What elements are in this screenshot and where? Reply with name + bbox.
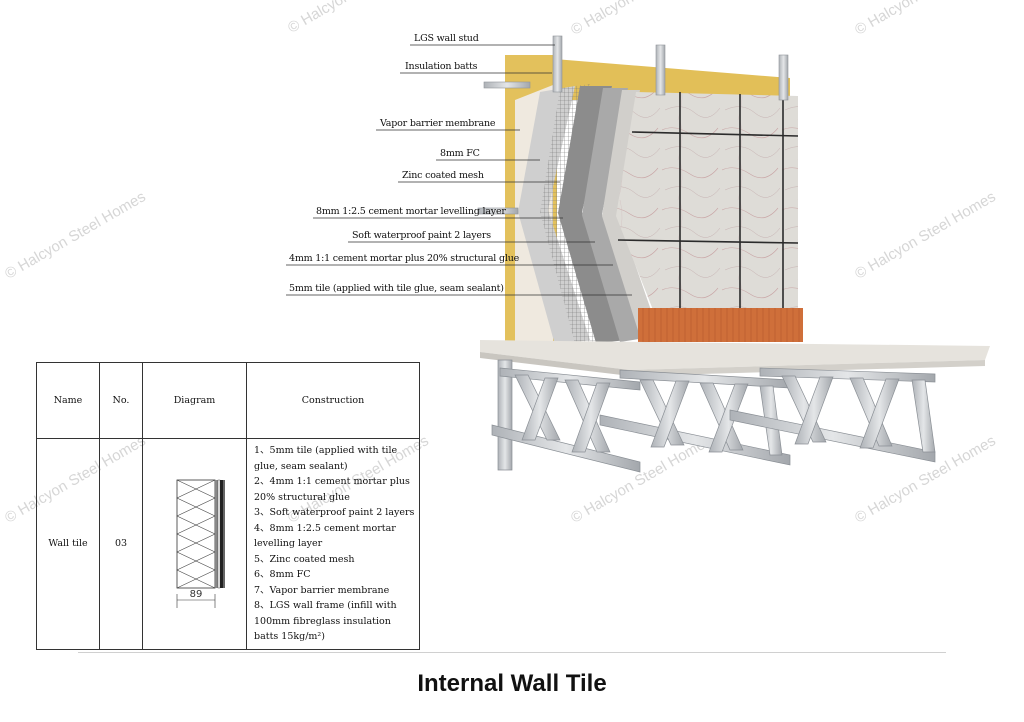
cell-diagram: 89 — [142, 438, 247, 650]
construction-item: 2、4mm 1:1 cement mortar plus 20% structu… — [254, 476, 410, 503]
callout-structural-mortar: 4mm 1:1 cement mortar plus 20% structura… — [289, 253, 520, 264]
construction-item: 3、Soft waterproof paint 2 layers — [254, 507, 415, 518]
callout-levelling-layer: 8mm 1:2.5 cement mortar levelling layer — [316, 206, 506, 217]
construction-item: 8、LGS wall frame (infill with 100mm fibr… — [254, 600, 397, 642]
callout-vapor-barrier: Vapor barrier membrane — [380, 118, 496, 129]
waterproof-paint-shape — [582, 88, 645, 342]
table-header-row: Name No. Diagram Construction — [36, 362, 420, 439]
callout-waterproof-paint: Soft waterproof paint 2 layers — [352, 230, 491, 241]
header-no: No. — [99, 362, 143, 439]
wood-skirting-shape — [638, 308, 803, 342]
header-diagram: Diagram — [142, 362, 247, 439]
floor-truss-shape — [491, 359, 936, 473]
lgs-studs-shape — [477, 35, 789, 215]
zinc-mesh-shape — [540, 84, 605, 344]
construction-item: 7、Vapor barrier membrane — [254, 584, 390, 596]
callout-fc-board: 8mm FC — [440, 148, 480, 159]
dimension-label: 89 — [189, 589, 202, 600]
divider-line — [78, 652, 946, 653]
floor-board-shape — [480, 340, 990, 376]
wall-section-mini-diagram: 89 — [175, 479, 225, 608]
construction-item: 5、Zinc coated mesh — [254, 553, 355, 565]
tile-face-shape — [616, 92, 799, 315]
structural-mortar-shape — [602, 90, 660, 340]
construction-list: 1、5mm tile (applied with tile glue, seam… — [247, 439, 419, 649]
page-title: Internal Wall Tile — [417, 670, 607, 697]
callout-zinc-mesh: Zinc coated mesh — [402, 170, 484, 181]
wall-section-illustration — [286, 35, 990, 473]
fc-board-shape — [518, 86, 590, 345]
callout-insulation-batts: Insulation batts — [405, 61, 478, 72]
construction-item: 6、8mm FC — [254, 569, 311, 580]
callout-leader-lines — [286, 44, 632, 296]
construction-table: Name No. Diagram Construction Wall tile … — [36, 362, 420, 650]
cell-construction: 1、5mm tile (applied with tile glue, seam… — [246, 438, 420, 650]
cell-no: 03 — [99, 438, 143, 650]
header-construction: Construction — [246, 362, 420, 439]
construction-item: 1、5mm tile (applied with tile glue, seam… — [254, 445, 398, 472]
mortar-level-shape — [558, 86, 628, 343]
construction-item: 4、8mm 1:2.5 cement mortar levelling laye… — [254, 522, 396, 550]
callout-tile: 5mm tile (applied with tile glue, seam s… — [289, 283, 504, 294]
table-row: Wall tile 03 89 1、5mm tile (applied with… — [36, 438, 420, 650]
callout-lgs-wall-stud: LGS wall stud — [414, 33, 479, 44]
header-name: Name — [36, 362, 100, 439]
cell-name: Wall tile — [36, 438, 100, 650]
